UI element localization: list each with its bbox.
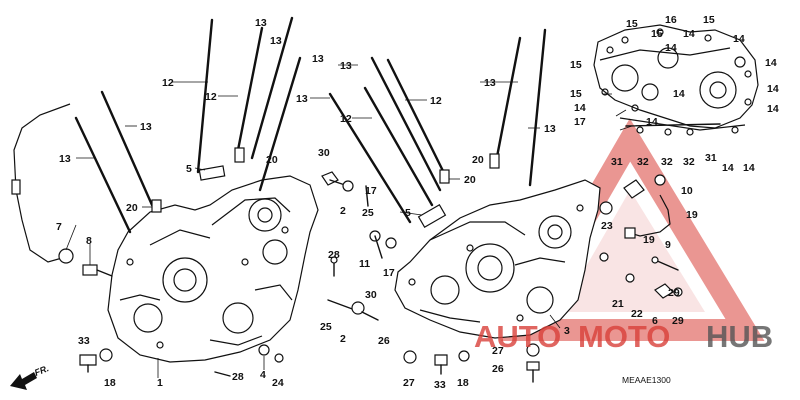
callout-5: 5: [186, 163, 192, 175]
callout-9: 9: [665, 239, 671, 251]
callout-29: 29: [668, 287, 680, 299]
callout-31: 31: [611, 156, 623, 168]
callout-30: 30: [365, 289, 377, 301]
callout-17: 17: [365, 185, 377, 197]
callout-13: 13: [59, 153, 71, 165]
callout-19: 19: [686, 209, 698, 221]
callout-12: 12: [430, 95, 442, 107]
watermark-moto: MOTO: [578, 319, 670, 354]
callout-14: 14: [743, 162, 755, 174]
callout-13: 13: [312, 53, 324, 65]
callout-7: 7: [56, 221, 62, 233]
callout-14: 14: [673, 88, 685, 100]
diagram-code: MEAAE1300: [622, 375, 671, 385]
callout-31: 31: [705, 152, 717, 164]
callout-5: 5: [405, 207, 411, 219]
callout-13: 13: [484, 77, 496, 89]
callout-26: 26: [492, 363, 504, 375]
callout-14: 14: [683, 28, 695, 40]
callout-18: 18: [104, 377, 116, 389]
callout-32: 32: [637, 156, 649, 168]
callout-2: 2: [340, 205, 346, 217]
callout-15: 15: [570, 59, 582, 71]
crankcase-cover-gasket: [593, 24, 759, 131]
callout-13: 13: [140, 121, 152, 133]
callout-33: 33: [78, 335, 90, 347]
callout-21: 21: [612, 298, 624, 310]
callout-32: 32: [661, 156, 673, 168]
callout-25: 25: [362, 207, 374, 219]
callout-19: 19: [643, 234, 655, 246]
callout-30: 30: [318, 147, 330, 159]
callout-14: 14: [574, 102, 586, 114]
callout-13: 13: [340, 60, 352, 72]
callout-24: 24: [272, 377, 284, 389]
callout-11: 11: [359, 258, 370, 270]
front-arrow-icon: [10, 372, 37, 390]
right-crankcase-half: [394, 179, 601, 339]
callout-14: 14: [767, 83, 779, 95]
callout-15: 15: [626, 18, 638, 30]
callout-18: 18: [457, 377, 469, 389]
watermark-hub: HUB: [706, 319, 773, 354]
callout-1: 1: [157, 377, 163, 389]
stud-bolts-right: [198, 28, 547, 229]
callout-22: 22: [631, 308, 643, 320]
callout-14: 14: [765, 57, 777, 69]
callout-23: 23: [601, 220, 613, 232]
callout-20: 20: [126, 202, 138, 214]
callout-14: 14: [733, 33, 745, 45]
callout-20: 20: [464, 174, 476, 186]
callout-25: 25: [320, 321, 332, 333]
callout-3: 3: [564, 325, 570, 337]
callout-27: 27: [492, 345, 504, 357]
callout-15: 15: [703, 14, 715, 26]
callout-28: 28: [328, 249, 340, 261]
callout-8: 8: [86, 235, 92, 247]
callout-14: 14: [767, 103, 779, 115]
stud-bolts-left: [74, 16, 302, 234]
callout-17: 17: [574, 116, 586, 128]
callout-26: 26: [378, 335, 390, 347]
callout-14: 14: [665, 42, 677, 54]
callout-6: 6: [652, 315, 658, 327]
callout-numbers: 13 13 13 12 12 13 13 5 20 20 7 8 1 33 18…: [56, 14, 779, 391]
watermark-triangle-inner: [560, 190, 705, 312]
callout-13: 13: [544, 123, 556, 135]
left-crankcase-half: [107, 175, 319, 363]
callout-14: 14: [646, 116, 658, 128]
callout-32: 32: [683, 156, 695, 168]
callout-17: 17: [383, 267, 395, 279]
front-direction-indicator: FR.: [10, 363, 50, 390]
callout-13: 13: [270, 35, 282, 47]
callout-13: 13: [255, 17, 267, 29]
callout-13: 13: [296, 93, 308, 105]
small-hardware: [11, 103, 739, 383]
callout-4: 4: [260, 369, 266, 381]
callout-15: 15: [570, 88, 582, 100]
callout-28: 28: [232, 371, 244, 383]
callout-33: 33: [434, 379, 446, 391]
callout-16: 16: [665, 14, 677, 26]
callout-12: 12: [162, 77, 174, 89]
callout-10: 10: [681, 185, 693, 197]
watermark-text: AUTO MOTO HUB: [474, 319, 773, 354]
callout-20: 20: [472, 154, 484, 166]
callout-29: 29: [672, 315, 684, 327]
watermark-auto: AUTO: [474, 319, 561, 354]
callout-14: 14: [722, 162, 734, 174]
callout-12: 12: [205, 91, 217, 103]
leader-lines: [65, 64, 633, 378]
callout-2: 2: [340, 333, 346, 345]
callout-20: 20: [266, 154, 278, 166]
callout-12: 12: [340, 113, 352, 125]
callout-15: 15: [651, 28, 663, 40]
callout-27: 27: [403, 377, 415, 389]
front-label: FR.: [33, 363, 50, 378]
